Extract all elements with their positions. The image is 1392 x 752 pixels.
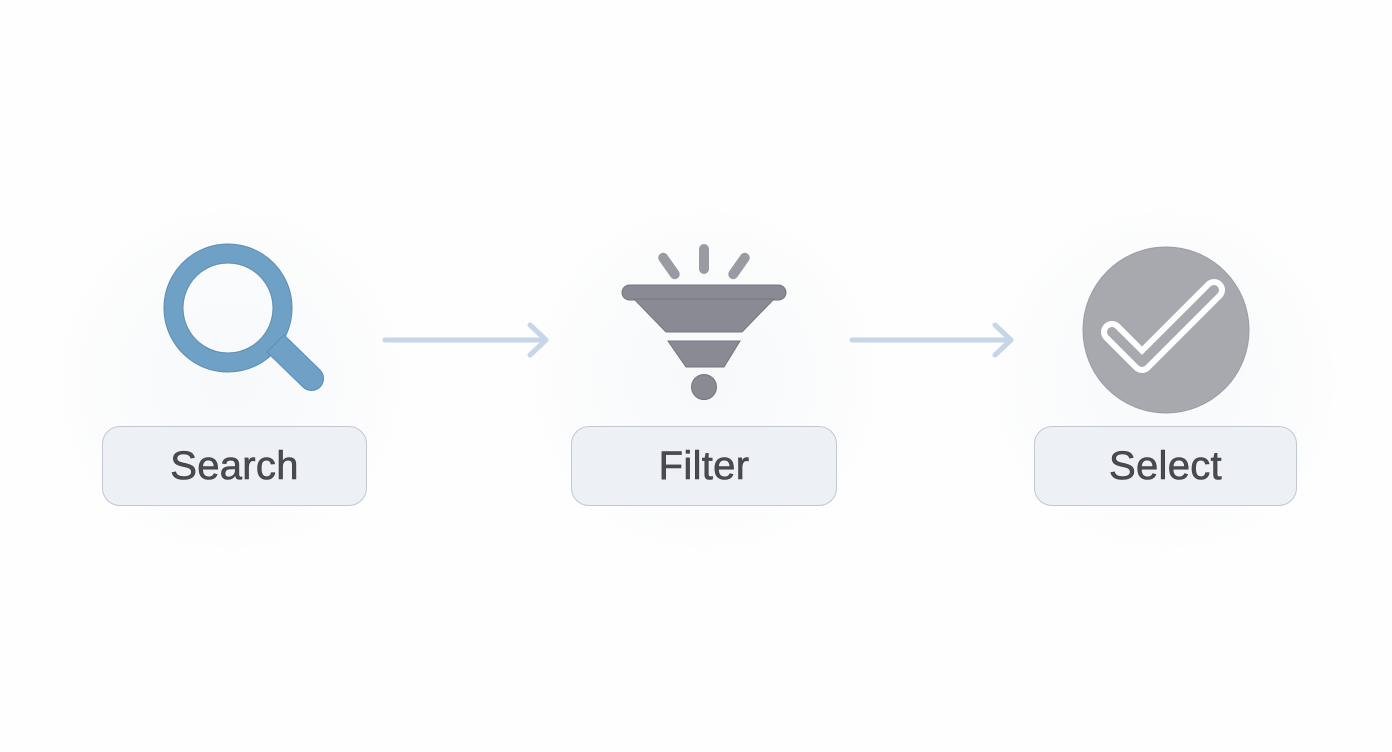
search-icon xyxy=(163,243,324,391)
step-label-select[interactable]: Select xyxy=(1034,426,1297,506)
check-circle-icon xyxy=(1082,246,1250,414)
step-label-text: Search xyxy=(170,443,299,488)
step-label-search[interactable]: Search xyxy=(102,426,367,506)
step-label-filter[interactable]: Filter xyxy=(571,426,837,506)
arrow-right-icon xyxy=(849,322,1014,358)
funnel-icon xyxy=(621,244,787,400)
step-label-text: Select xyxy=(1109,443,1222,488)
arrow-right-icon xyxy=(382,322,549,358)
step-label-text: Filter xyxy=(658,443,750,488)
